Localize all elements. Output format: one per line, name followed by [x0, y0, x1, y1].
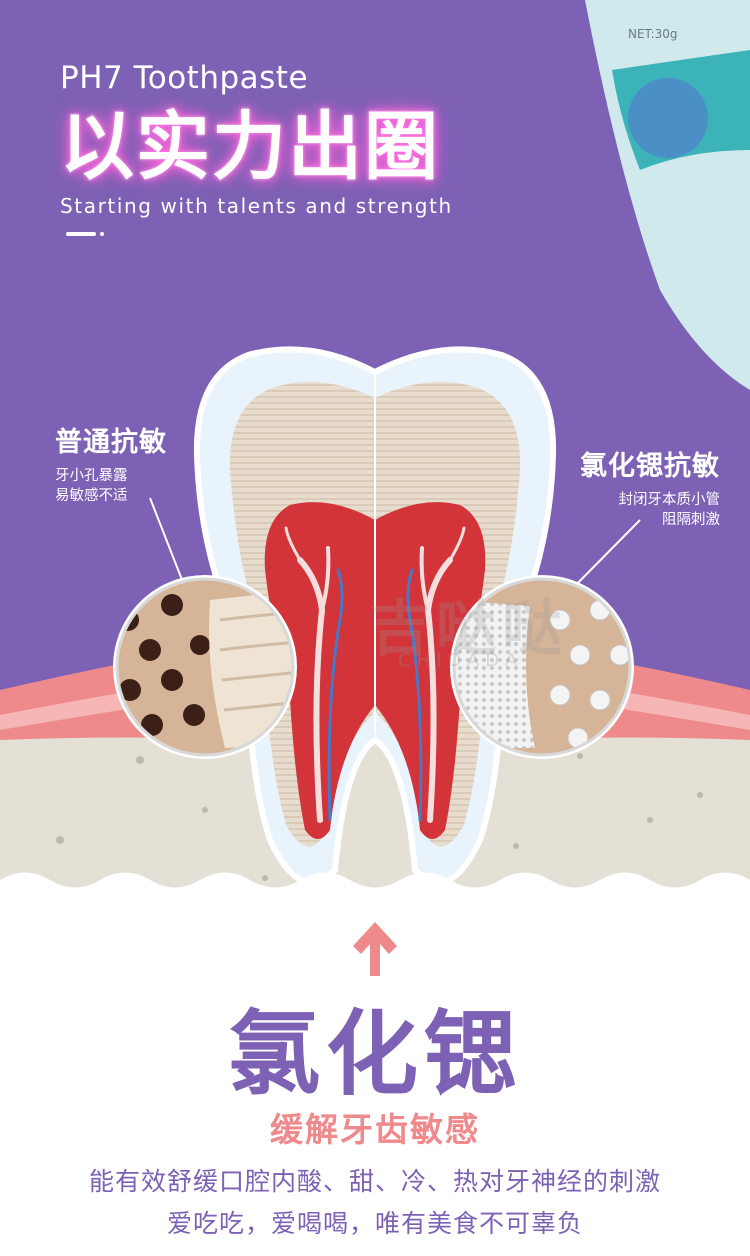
watermark: 吉哒哒: [370, 594, 568, 664]
left-pointer-line: [149, 497, 187, 591]
header-dash: [66, 232, 96, 236]
tooth-nerves: [284, 526, 466, 823]
headline: 以实力出圈: [60, 104, 440, 190]
feature-title: 氯化锶: [227, 1001, 522, 1108]
brand-name: PH7 Toothpaste: [60, 60, 309, 96]
feature-desc-line: 能有效舒缓口腔内酸、甜、冷、热对牙神经的刺激: [88, 1167, 661, 1196]
left-label: 普通抗敏 牙小孔暴露 易敏感不适: [55, 426, 167, 506]
watermark-sub: CHIDADA: [398, 650, 524, 671]
right-label-desc: 封闭牙本质小管 阻隔刺激: [548, 490, 721, 530]
toothpaste-tube: NET:30g: [585, 0, 750, 390]
right-label-desc-line: 封闭牙本质小管: [618, 492, 721, 508]
left-label-desc-line: 易敏感不适: [55, 488, 128, 504]
left-label-title: 普通抗敏: [55, 427, 167, 458]
left-label-desc: 牙小孔暴露 易敏感不适: [55, 466, 167, 506]
up-arrow-icon: [353, 922, 397, 976]
header-dash-dot: [100, 232, 104, 236]
bone-area: [0, 712, 750, 930]
right-magnifier: [450, 575, 634, 759]
left-label-desc-line: 牙小孔暴露: [55, 468, 128, 484]
tube-net-label: NET:30g: [628, 27, 678, 41]
bone-dots: [56, 753, 703, 881]
right-label-desc-line: 阻隔刺激: [662, 512, 720, 528]
right-label: 氯化锶抗敏 封闭牙本质小管 阻隔刺激: [548, 450, 720, 530]
wave-divider: [0, 872, 750, 930]
tagline: Starting with talents and strength: [60, 194, 453, 218]
feature-subtitle: 缓解牙齿敏感: [270, 1110, 480, 1149]
tooth-illustration: NET:30g: [0, 0, 750, 930]
feature-desc-line: 爱吃吃，爱喝喝，唯有美食不可辜负: [166, 1209, 583, 1238]
right-label-title: 氯化锶抗敏: [580, 451, 720, 482]
